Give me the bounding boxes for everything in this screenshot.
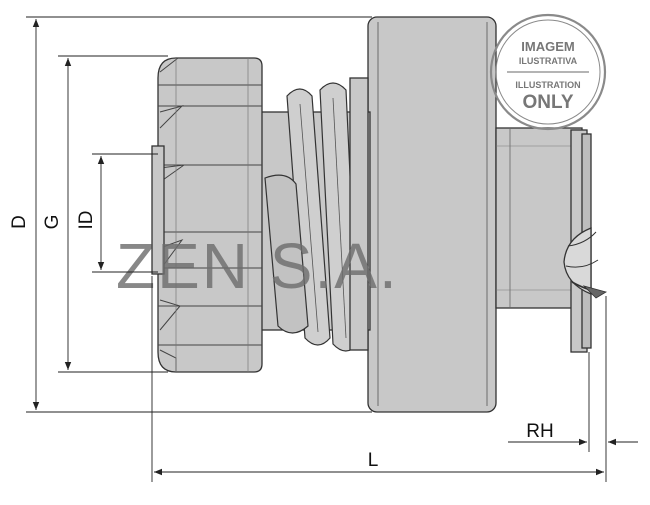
stamp-line-ilustrativa: ILUSTRATIVA xyxy=(519,56,578,66)
dimension-id-label: ID xyxy=(76,211,97,230)
stamp-line-illustration: ILLUSTRATION xyxy=(515,80,580,90)
starter-drive-part xyxy=(151,16,608,413)
stamp-line-only: ONLY xyxy=(522,92,573,113)
clutch-hub xyxy=(495,127,583,309)
compression-spring xyxy=(264,82,359,352)
illustration-stamp: IMAGEM ILUSTRATIVA ILLUSTRATION ONLY xyxy=(489,13,607,131)
pinion-bore xyxy=(151,145,165,275)
snap-ring-cutaway xyxy=(563,227,592,295)
stamp-line-imagem: IMAGEM xyxy=(521,39,574,54)
pinion-gear-teeth xyxy=(158,57,262,372)
dimension-lines xyxy=(26,16,638,482)
pinion-gear xyxy=(157,57,263,373)
dimension-l-label: L xyxy=(368,450,379,471)
dimension-rh-label: RH xyxy=(526,421,553,442)
dimension-d-label: D xyxy=(9,215,30,229)
dimension-g-label: G xyxy=(42,215,63,230)
watermark-text: ZEN S.A. xyxy=(116,230,399,302)
clutch-housing xyxy=(367,16,497,413)
spring-seat xyxy=(349,77,369,351)
